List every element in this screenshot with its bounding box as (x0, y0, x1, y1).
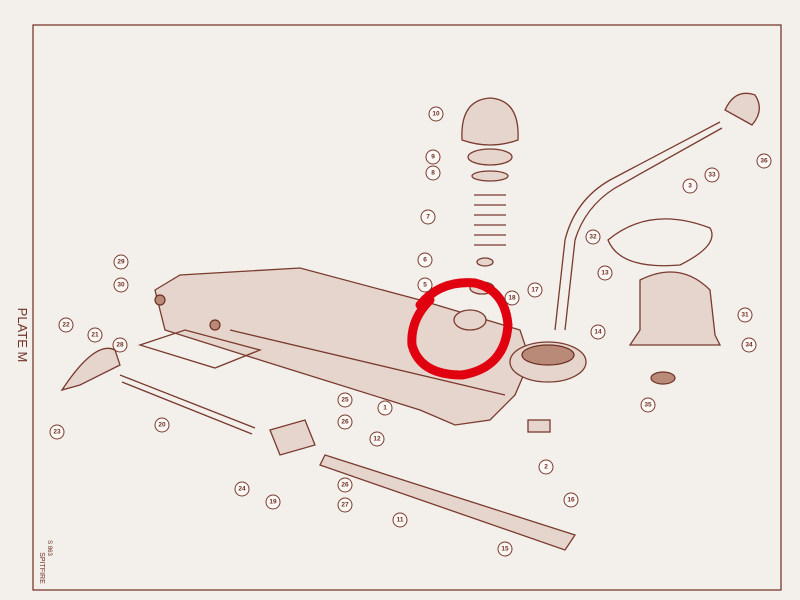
callout-1: 1 (377, 400, 393, 416)
svg-text:34: 34 (745, 342, 753, 349)
svg-text:21: 21 (91, 332, 99, 339)
callout-29: 29 (113, 254, 129, 270)
callout-27: 27 (337, 497, 353, 513)
callout-5: 5 (417, 277, 433, 293)
callout-2: 2 (538, 459, 554, 475)
callout-3: 3 (682, 178, 698, 194)
model-label: SPITFIRE (38, 552, 45, 584)
rubber-gaiter (628, 271, 722, 346)
lever-arm (319, 454, 577, 551)
callout-33: 33 (704, 167, 720, 183)
reference-code: S 863 (46, 540, 52, 556)
callout-22: 22 (58, 317, 74, 333)
svg-text:2: 2 (544, 464, 548, 471)
svg-text:19: 19 (269, 499, 277, 506)
callout-9: 9 (425, 149, 441, 165)
callout-8: 8 (425, 165, 441, 181)
gear-lever (554, 121, 723, 331)
gear-knob (724, 92, 760, 126)
callout-21: 21 (87, 327, 103, 343)
clamp (269, 419, 316, 456)
svg-text:33: 33 (708, 172, 716, 179)
svg-text:23: 23 (53, 429, 61, 436)
bracket (527, 419, 551, 433)
callout-26b: 26 (337, 477, 353, 493)
svg-text:6: 6 (423, 257, 427, 264)
selector-rod (119, 374, 256, 435)
svg-text:1: 1 (383, 405, 387, 412)
svg-text:26: 26 (341, 482, 349, 489)
callout-26: 26 (337, 414, 353, 430)
callout-11: 11 (392, 512, 408, 528)
svg-text:11: 11 (397, 517, 404, 524)
callout-6: 6 (417, 252, 433, 268)
svg-text:10: 10 (432, 111, 440, 118)
svg-text:31: 31 (741, 312, 749, 319)
svg-text:27: 27 (341, 502, 349, 509)
svg-text:36: 36 (760, 158, 768, 165)
callout-19: 19 (265, 494, 281, 510)
callout-15: 15 (497, 541, 513, 557)
callout-20: 20 (154, 417, 170, 433)
callout-10: 10 (428, 106, 444, 122)
svg-text:8: 8 (431, 170, 435, 177)
svg-text:30: 30 (117, 282, 125, 289)
svg-text:25: 25 (341, 397, 349, 404)
callout-31: 31 (737, 307, 753, 323)
svg-text:12: 12 (373, 436, 381, 443)
callout-36: 36 (756, 153, 772, 169)
highlight-circle (407, 278, 513, 380)
svg-text:28: 28 (116, 342, 124, 349)
callout-25: 25 (337, 392, 353, 408)
svg-text:20: 20 (158, 422, 166, 429)
gaiter-plate (607, 218, 713, 267)
svg-text:3: 3 (688, 183, 692, 190)
svg-text:29: 29 (117, 259, 125, 266)
svg-text:16: 16 (567, 497, 575, 504)
gasket (137, 329, 263, 369)
svg-text:13: 13 (601, 270, 609, 277)
svg-text:5: 5 (423, 282, 427, 289)
svg-text:26: 26 (341, 419, 349, 426)
callout-14: 14 (590, 324, 606, 340)
svg-text:35: 35 (644, 402, 652, 409)
svg-text:14: 14 (594, 329, 602, 336)
svg-text:22: 22 (62, 322, 70, 329)
plate-title: PLATE M (15, 308, 30, 363)
callout-24: 24 (234, 481, 250, 497)
callout-35: 35 (640, 397, 656, 413)
callout-13: 13 (597, 265, 613, 281)
callout-18: 18 (504, 290, 520, 306)
callout-12: 12 (369, 431, 385, 447)
plate-frame (32, 24, 782, 591)
svg-text:9: 9 (431, 154, 435, 161)
callout-30: 30 (113, 277, 129, 293)
callout-7: 7 (420, 209, 436, 225)
svg-text:18: 18 (508, 295, 516, 302)
svg-text:17: 17 (531, 287, 539, 294)
callout-16: 16 (563, 492, 579, 508)
callout-17: 17 (527, 282, 543, 298)
gearshift-housing (154, 267, 587, 426)
gear-knob-stack (453, 97, 519, 331)
svg-text:7: 7 (426, 214, 430, 221)
callout-34: 34 (741, 337, 757, 353)
svg-text:15: 15 (501, 546, 509, 553)
svg-text:32: 32 (589, 234, 597, 241)
svg-text:24: 24 (238, 486, 246, 493)
callout-23: 23 (49, 424, 65, 440)
washer (650, 371, 676, 385)
callout-32: 32 (585, 229, 601, 245)
operating-lever (60, 347, 121, 392)
callout-28: 28 (112, 337, 128, 353)
